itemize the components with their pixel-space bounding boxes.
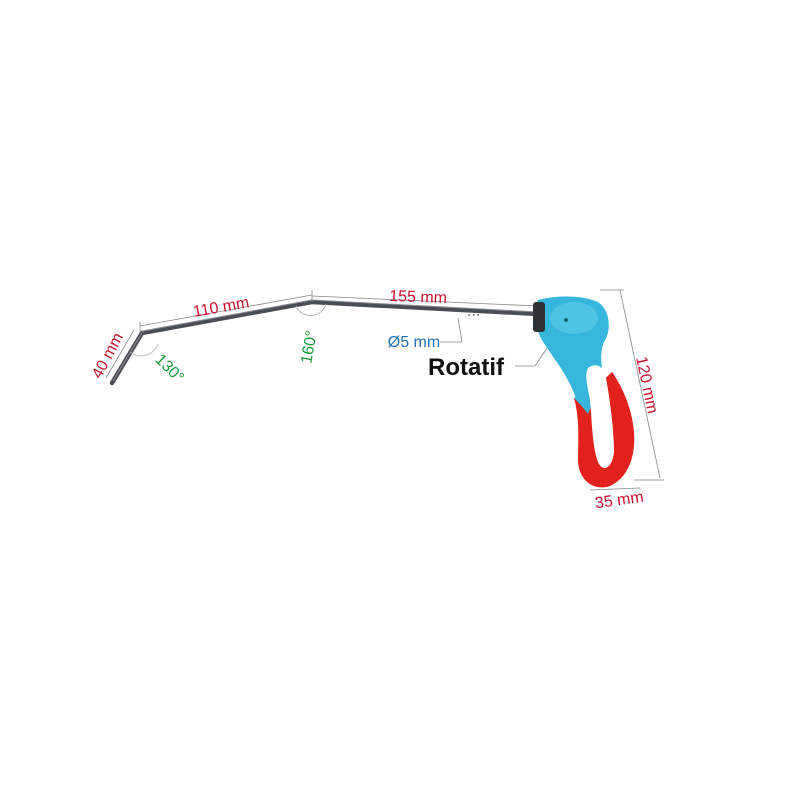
angle-arc-tip <box>129 343 159 357</box>
rod-highlight <box>112 299 539 382</box>
angle-label-tip-bend: 130° <box>151 351 186 386</box>
rod-engraving-logo: ▪ ▪ ▪ <box>468 312 480 319</box>
angle-label-middle-bend: 160° <box>298 329 320 365</box>
rod-diameter-label: Ø5 mm <box>388 334 440 351</box>
dim-label-handle-height: 120 mm <box>632 355 661 415</box>
rotatif-callout: Rotatif <box>428 354 505 381</box>
handle-ferrule <box>533 302 545 332</box>
dim-label-handle-width: 35 mm <box>594 489 645 513</box>
dim-label-segment-long: 155 mm <box>389 288 447 307</box>
angle-arc-middle <box>295 303 327 316</box>
handle-head-highlight <box>550 302 598 334</box>
handle-rotation-pivot <box>564 318 568 322</box>
dim-label-tip-length: 40 mm <box>89 330 127 381</box>
handle <box>533 296 635 488</box>
handle-finger-hole <box>586 365 614 468</box>
dimension-lines <box>105 289 664 491</box>
